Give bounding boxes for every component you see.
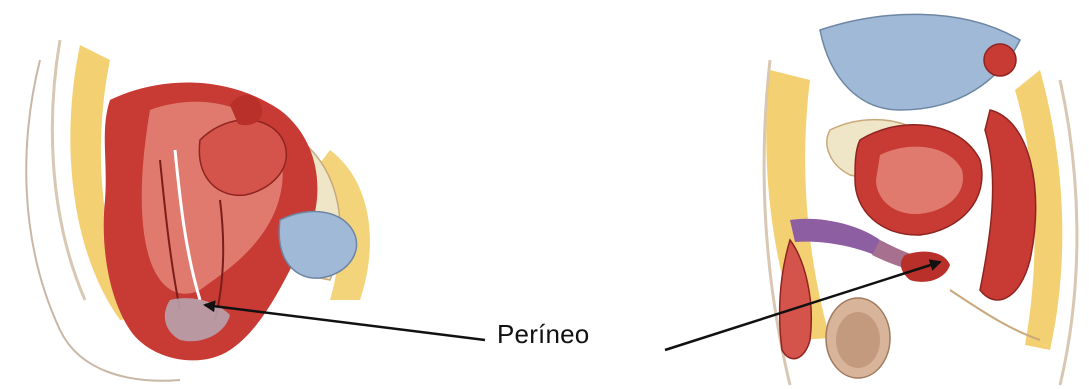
female-pelvis-illustration [26, 40, 370, 381]
male-pelvis-illustration [764, 14, 1077, 385]
perineum-label: Períneo [497, 319, 589, 350]
